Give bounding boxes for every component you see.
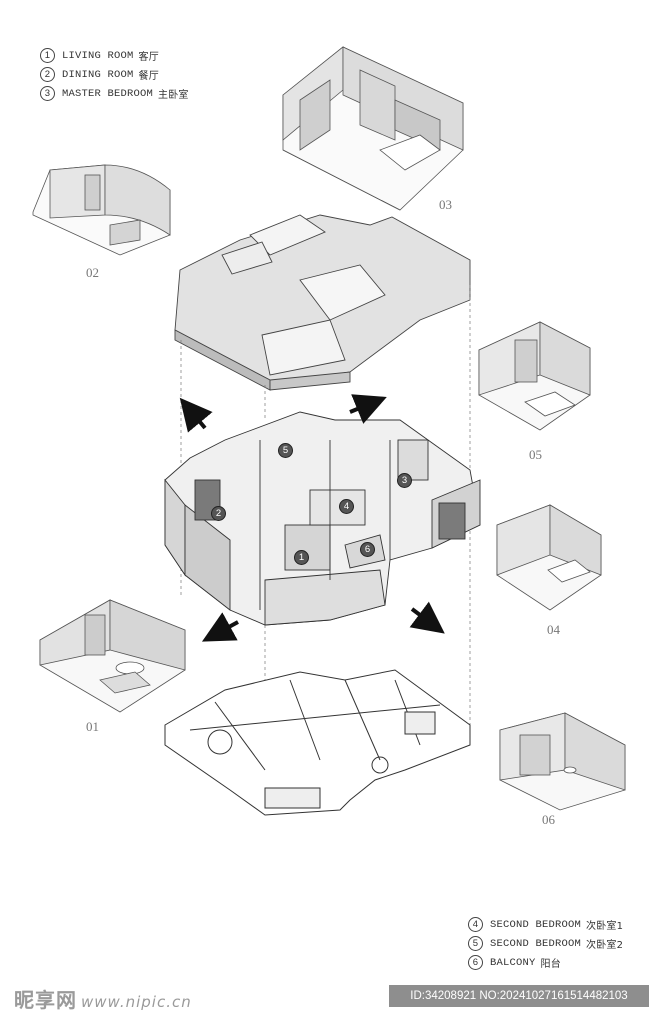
vignette-03: [282, 46, 464, 211]
badge-master-bedroom: 3: [397, 473, 412, 488]
legend-item-dining-room: 2 DINING ROOM 餐厅: [40, 65, 189, 84]
label-01: 01: [86, 719, 99, 734]
ceiling-plate: [174, 214, 471, 391]
legend-label-cn: 次卧室1: [586, 921, 624, 932]
legend-number: 5: [468, 936, 483, 951]
vignette-01: [39, 599, 186, 713]
label-05: 05: [529, 447, 542, 462]
legend-number: 4: [468, 917, 483, 932]
legend-label-en: DINING ROOM: [62, 68, 134, 81]
badge-living-room: 1: [294, 550, 309, 565]
legend-label-en: BALCONY: [490, 956, 536, 969]
watermark-site-name: 昵享网: [14, 988, 77, 1012]
direction-arrows: [179, 394, 445, 642]
watermark-url: www.nipic.cn: [81, 993, 192, 1011]
central-3d-model: [164, 411, 481, 626]
legend-label-cn: 阳台: [540, 959, 561, 970]
legend-number: 2: [40, 67, 55, 82]
floor-plan: [164, 669, 471, 816]
legend-item-second-bedroom-1: 4 SECOND BEDROOM 次卧室1: [468, 915, 623, 934]
legend-bottom: 4 SECOND BEDROOM 次卧室1 5 SECOND BEDROOM 次…: [468, 915, 623, 972]
badge-balcony: 6: [360, 542, 375, 557]
legend-label-en: MASTER BEDROOM: [62, 87, 154, 100]
legend-label-en: SECOND BEDROOM: [490, 937, 582, 950]
vignette-06: [499, 712, 626, 811]
badge-second-bedroom-1: 4: [339, 499, 354, 514]
legend-number: 3: [40, 86, 55, 101]
label-04: 04: [547, 622, 560, 637]
legend-item-master-bedroom: 3 MASTER BEDROOM 主卧室: [40, 84, 189, 103]
legend-top: 1 LIVING ROOM 客厅 2 DINING ROOM 餐厅 3 MAST…: [40, 46, 189, 103]
badge-dining-room: 2: [211, 506, 226, 521]
legend-item-living-room: 1 LIVING ROOM 客厅: [40, 46, 189, 65]
legend-number: 6: [468, 955, 483, 970]
legend-label-cn: 主卧室: [158, 90, 189, 101]
legend-label-cn: 客厅: [138, 52, 159, 63]
vignette-04: [496, 504, 602, 611]
label-06: 06: [542, 812, 555, 827]
vignette-05: [478, 321, 591, 431]
watermark-id-bar: ID:34208921 NO:20241027161514482103: [389, 985, 649, 1007]
vignette-02: [32, 164, 171, 256]
label-02: 02: [86, 265, 99, 280]
badge-second-bedroom-2: 5: [278, 443, 293, 458]
legend-item-second-bedroom-2: 5 SECOND BEDROOM 次卧室2: [468, 934, 623, 953]
label-03: 03: [439, 197, 452, 212]
legend-label-en: LIVING ROOM: [62, 49, 134, 62]
legend-label-en: SECOND BEDROOM: [490, 918, 582, 931]
legend-item-balcony: 6 BALCONY 阳台: [468, 953, 623, 972]
legend-label-cn: 餐厅: [138, 71, 159, 82]
legend-number: 1: [40, 48, 55, 63]
legend-label-cn: 次卧室2: [586, 940, 624, 951]
